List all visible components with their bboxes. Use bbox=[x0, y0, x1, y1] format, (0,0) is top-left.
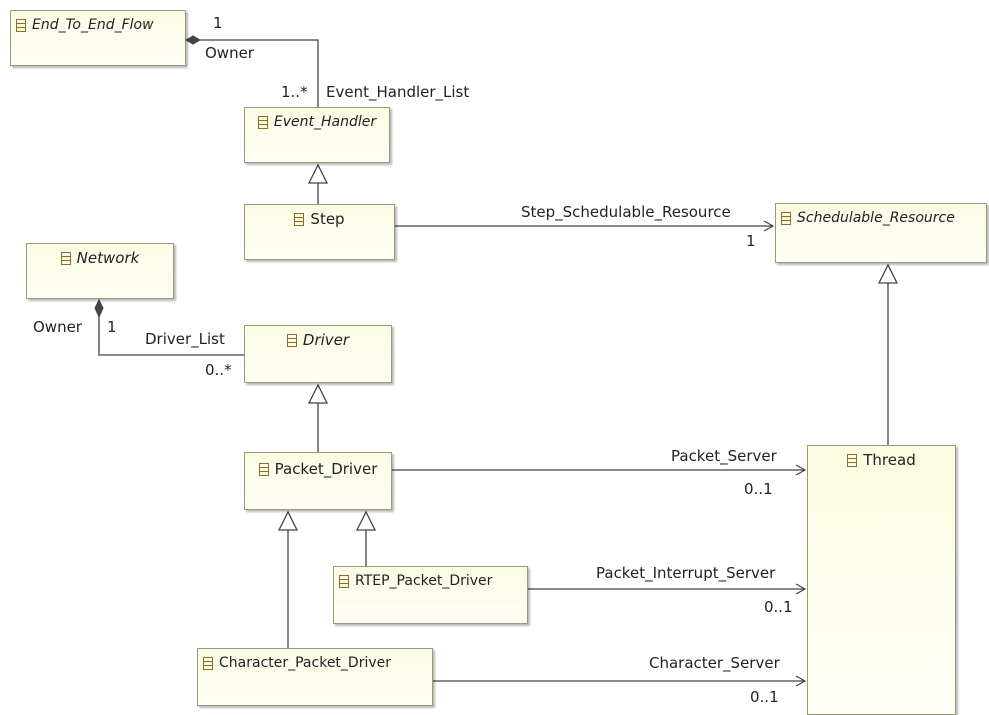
target-multiplicity-label: 0..1 bbox=[744, 480, 773, 498]
class-name: End_To_End_Flow bbox=[32, 17, 154, 33]
generalization-arrow-icon bbox=[355, 510, 377, 531]
class-name: Packet_Driver bbox=[274, 460, 378, 478]
generalization-arrow-icon bbox=[877, 263, 899, 284]
class-character-packet-driver[interactable]: Character_Packet_Driver bbox=[197, 648, 433, 706]
class-packet-driver[interactable]: Packet_Driver bbox=[244, 452, 392, 510]
class-icon bbox=[339, 574, 349, 588]
association-name-label: Step_Schedulable_Resource bbox=[521, 203, 731, 221]
class-rtep-packet-driver[interactable]: RTEP_Packet_Driver bbox=[333, 566, 528, 624]
class-event-handler[interactable]: Event_Handler bbox=[244, 107, 390, 163]
generalization-arrow-icon bbox=[277, 510, 299, 531]
class-name: RTEP_Packet_Driver bbox=[355, 573, 493, 589]
assoc-driver-list-line[interactable] bbox=[98, 304, 244, 356]
target-multiplicity-label: 0..* bbox=[205, 361, 232, 379]
assoc-event-handler-list-line[interactable] bbox=[186, 39, 319, 107]
association-name-label: Driver_List bbox=[145, 330, 225, 348]
target-multiplicity-label: 0..1 bbox=[750, 688, 779, 706]
class-name: Network bbox=[76, 249, 140, 267]
class-icon bbox=[294, 212, 305, 226]
class-icon bbox=[257, 115, 268, 129]
class-name: Schedulable_Resource bbox=[797, 210, 955, 226]
owner-multiplicity-label: 1 bbox=[213, 14, 223, 32]
target-multiplicity-label: 1..* bbox=[281, 83, 308, 101]
composition-diamond-icon bbox=[184, 35, 202, 45]
class-icon bbox=[258, 462, 269, 476]
class-icon bbox=[781, 211, 791, 225]
class-icon bbox=[203, 656, 213, 670]
owner-role-label: Owner bbox=[205, 44, 254, 62]
class-network[interactable]: Network bbox=[26, 243, 174, 299]
class-icon bbox=[16, 18, 26, 32]
association-name-label: Packet_Interrupt_Server bbox=[596, 564, 776, 582]
class-name: Event_Handler bbox=[273, 114, 377, 130]
class-icon bbox=[286, 333, 297, 347]
class-end-to-end-flow[interactable]: End_To_End_Flow bbox=[10, 10, 186, 66]
class-name: Thread bbox=[863, 451, 916, 469]
class-name: Character_Packet_Driver bbox=[219, 655, 391, 671]
owner-role-label: Owner bbox=[33, 318, 82, 336]
class-thread[interactable]: Thread bbox=[807, 445, 956, 715]
class-icon bbox=[847, 453, 858, 467]
target-multiplicity-label: 0..1 bbox=[764, 598, 793, 616]
class-icon bbox=[60, 251, 71, 265]
class-driver[interactable]: Driver bbox=[244, 325, 392, 383]
class-step[interactable]: Step bbox=[244, 204, 395, 260]
association-name-label: Event_Handler_List bbox=[326, 83, 470, 101]
class-name: Step bbox=[310, 210, 345, 228]
generalization-arrow-icon bbox=[307, 383, 329, 404]
owner-multiplicity-label: 1 bbox=[107, 318, 117, 336]
composition-diamond-icon bbox=[94, 298, 104, 319]
class-schedulable-resource[interactable]: Schedulable_Resource bbox=[775, 203, 987, 263]
class-name: Driver bbox=[302, 331, 350, 349]
association-name-label: Character_Server bbox=[649, 654, 780, 672]
generalization-arrow-icon bbox=[307, 163, 329, 184]
association-name-label: Packet_Server bbox=[671, 447, 777, 465]
target-multiplicity-label: 1 bbox=[746, 232, 756, 250]
